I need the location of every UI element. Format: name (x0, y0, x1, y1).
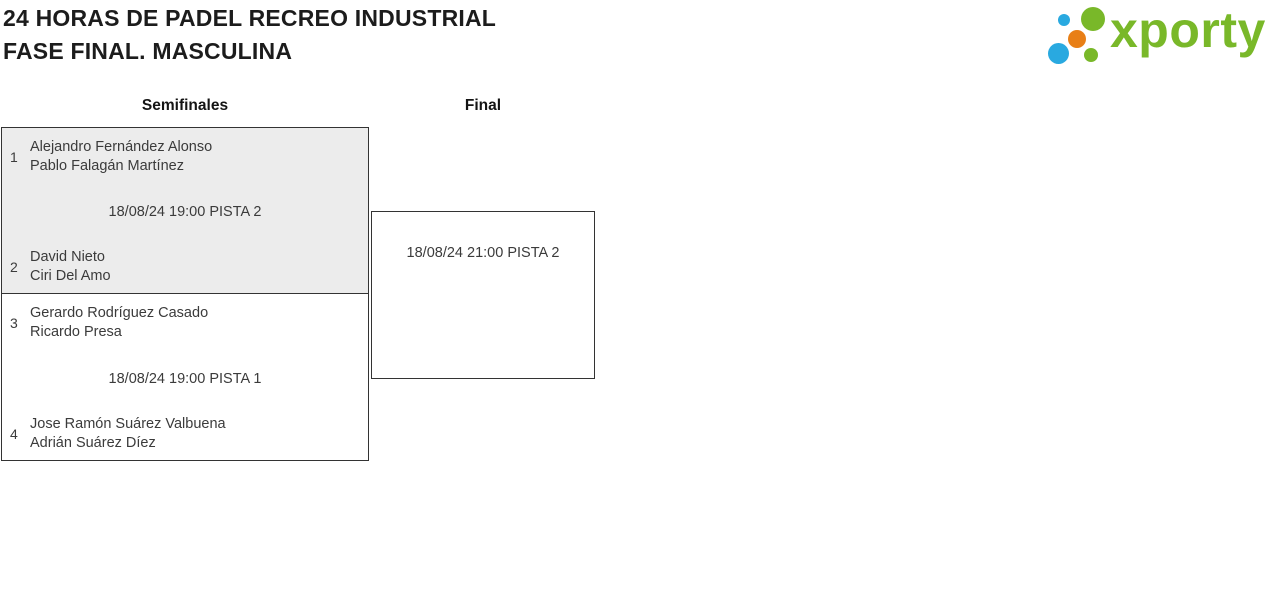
team-slot-seed4: 4 Jose Ramón Suárez Valbuena Adrián Suár… (2, 415, 368, 453)
logo-dot-green-small (1084, 48, 1098, 62)
player-name: Gerardo Rodríguez Casado (30, 305, 209, 321)
page-title: 24 HORAS DE PADEL RECREO INDUSTRIAL FASE… (3, 2, 496, 68)
logo-dot-blue-large (1048, 43, 1069, 64)
match-schedule: 18/08/24 19:00 PISTA 2 (108, 204, 262, 220)
xporty-dots-icon (1048, 3, 1112, 71)
team-pair: Alejandro Fernández Alonso Pablo Falagán… (30, 138, 212, 176)
round-header-semifinales: Semifinales (141, 97, 229, 114)
seed-number: 4 (10, 426, 18, 442)
seed-number: 1 (10, 149, 18, 165)
match-card-semifinal-1[interactable]: 1 Alejandro Fernández Alonso Pablo Falag… (1, 127, 369, 294)
player-name: Jose Ramón Suárez Valbuena (30, 416, 226, 432)
team-slot-seed1: 1 Alejandro Fernández Alonso Pablo Falag… (2, 138, 368, 176)
logo-dot-blue-small (1058, 14, 1070, 26)
xporty-wordmark: xporty (1110, 2, 1266, 58)
player-name: Pablo Falagán Martínez (30, 158, 184, 174)
logo-dot-green-large (1081, 7, 1105, 31)
logo-dot-orange (1068, 30, 1086, 48)
player-name: Ricardo Presa (30, 324, 122, 340)
phase-name: FASE FINAL. MASCULINA (3, 38, 293, 64)
seed-number: 2 (10, 259, 18, 275)
team-pair: Gerardo Rodríguez Casado Ricardo Presa (30, 304, 208, 342)
team-pair: Jose Ramón Suárez Valbuena Adrián Suárez… (30, 415, 226, 453)
team-slot-seed2: 2 David Nieto Ciri Del Amo (2, 248, 368, 286)
round-header-final: Final (464, 97, 502, 114)
match-card-semifinal-2[interactable]: 3 Gerardo Rodríguez Casado Ricardo Presa… (1, 293, 369, 461)
match-card-final[interactable]: 18/08/24 21:00 PISTA 2 (371, 211, 595, 379)
player-name: Ciri Del Amo (30, 268, 111, 284)
player-name: Alejandro Fernández Alonso (30, 139, 213, 155)
team-pair: David Nieto Ciri Del Amo (30, 248, 111, 286)
match-schedule: 18/08/24 21:00 PISTA 2 (406, 245, 560, 261)
team-slot-seed3: 3 Gerardo Rodríguez Casado Ricardo Presa (2, 304, 368, 342)
xporty-logo[interactable]: xporty (1048, 0, 1278, 75)
player-name: David Nieto (30, 249, 105, 265)
tournament-name: 24 HORAS DE PADEL RECREO INDUSTRIAL (3, 5, 497, 31)
seed-number: 3 (10, 315, 18, 331)
match-schedule: 18/08/24 19:00 PISTA 1 (108, 370, 262, 387)
player-name: Adrián Suárez Díez (30, 435, 156, 451)
